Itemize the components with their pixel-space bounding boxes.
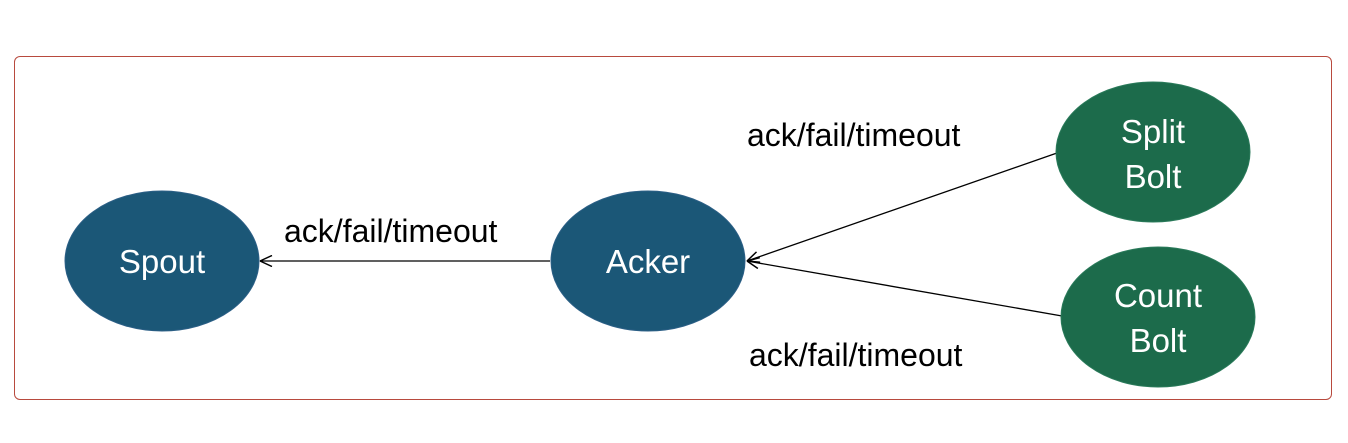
- node-acker-shape: [550, 190, 746, 332]
- edge-label-count-to-acker: ack/fail/timeout: [749, 337, 963, 373]
- node-count-bolt-shape: [1060, 246, 1256, 388]
- edge-label-split-to-acker: ack/fail/timeout: [747, 117, 961, 153]
- node-split-bolt-label-line1: Split: [1121, 113, 1185, 150]
- node-spout-shape: [64, 190, 260, 332]
- node-split-bolt-shape: [1055, 81, 1251, 223]
- node-count-bolt-label-line1: Count: [1114, 277, 1202, 314]
- node-count-bolt: Count Bolt: [1060, 246, 1256, 388]
- node-split-bolt: Split Bolt: [1055, 81, 1251, 223]
- diagram-frame: [14, 56, 1332, 400]
- node-spout-label: Spout: [119, 243, 205, 280]
- node-count-bolt-label-line2: Bolt: [1130, 322, 1187, 359]
- node-split-bolt-label-line2: Bolt: [1125, 158, 1182, 195]
- node-spout: Spout: [64, 190, 260, 332]
- node-acker: Acker: [550, 190, 746, 332]
- edge-split-to-acker: [747, 152, 1058, 261]
- edge-label-acker-to-spout: ack/fail/timeout: [284, 213, 498, 249]
- node-acker-label: Acker: [606, 243, 690, 280]
- edge-count-to-acker: [747, 261, 1063, 317]
